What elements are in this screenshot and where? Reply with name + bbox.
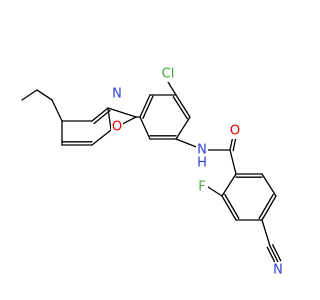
single-bond <box>107 107 112 131</box>
triple-bond-line <box>269 245 279 263</box>
fluorine-label: F <box>198 180 205 195</box>
single-bond <box>175 116 191 140</box>
chlorine-label: Cl <box>162 67 175 82</box>
single-bond <box>261 219 271 247</box>
bond-layer <box>21 81 282 264</box>
single-bond <box>36 89 53 101</box>
amide-oxygen-atom: O <box>229 123 241 139</box>
molecule-drawing: Cl N O O N H F <box>21 66 284 278</box>
double-bond-line <box>258 193 274 220</box>
single-bond <box>229 149 237 175</box>
single-bond <box>91 129 112 146</box>
double-bond-line <box>93 109 111 125</box>
amide-hydrogen-label: H <box>197 156 207 171</box>
double-bond-line <box>224 193 240 220</box>
single-bond <box>139 116 151 140</box>
nitrile-nitrogen-atom: N <box>272 262 284 278</box>
atom-label-layer: Cl N O O N H F <box>111 66 284 278</box>
structure-diagram: Cl N O O N H F <box>21 66 284 278</box>
double-bond-line <box>221 195 237 221</box>
double-bond-line <box>172 96 188 120</box>
double-bond-line <box>261 195 277 221</box>
amide-nitrogen-label: N <box>197 143 207 158</box>
double-bond-line <box>142 95 154 119</box>
benzoxazole-nitrogen-label: N <box>112 87 122 102</box>
amide-nitrogen-atom: N <box>196 142 208 158</box>
double-bond-line <box>139 94 151 118</box>
nitrile-nitrogen-label: N <box>273 263 283 278</box>
single-bond <box>107 107 137 118</box>
amide-oxygen-label: O <box>230 124 240 139</box>
double-bond-line <box>91 107 109 122</box>
benzoxazole-oxygen-atom: O <box>111 119 123 135</box>
single-bond <box>207 186 223 197</box>
single-bond <box>167 81 177 96</box>
single-bond <box>221 173 237 197</box>
single-bond <box>261 173 277 197</box>
single-bond <box>51 99 63 122</box>
amide-hydrogen-atom: H <box>196 155 208 171</box>
chlorine-atom: Cl <box>158 66 178 82</box>
triple-bond-line <box>272 244 282 262</box>
benzoxazole-oxygen-label: O <box>112 120 122 135</box>
single-bond <box>21 89 38 101</box>
fluorine-atom: F <box>197 179 208 195</box>
triple-bond-line <box>266 246 276 264</box>
benzoxazole-nitrogen-atom: N <box>111 86 123 102</box>
double-bond-line <box>175 94 191 118</box>
